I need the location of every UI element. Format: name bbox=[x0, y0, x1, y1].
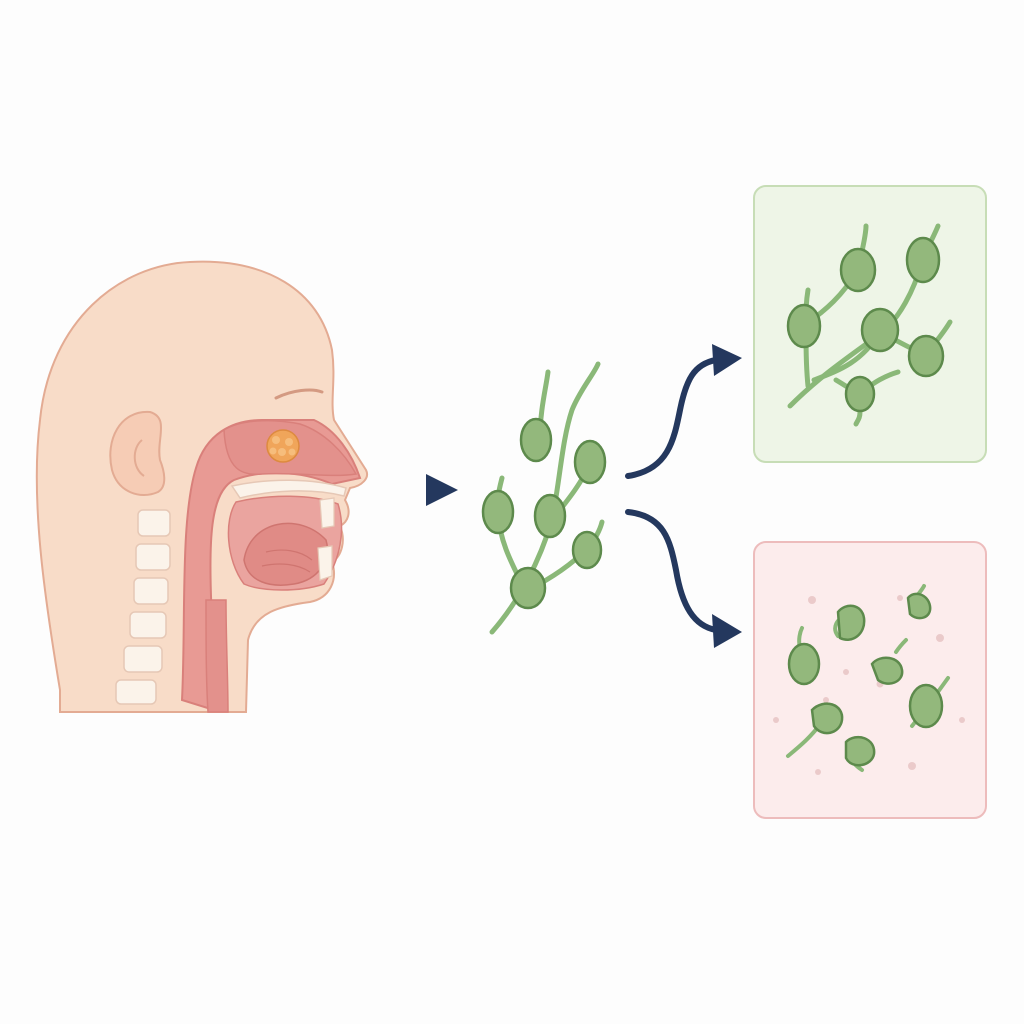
nasopharyngeal-lesion-icon bbox=[266, 429, 300, 463]
hard-palate bbox=[230, 479, 347, 499]
head-profile-sagittal-section-icon bbox=[35, 260, 368, 713]
ear-icon bbox=[109, 410, 166, 496]
intact-cell-chain-icon bbox=[786, 223, 953, 427]
arrow-cluster-to-healthy bbox=[625, 344, 742, 479]
esophagus bbox=[205, 599, 229, 713]
damaged-panel bbox=[753, 541, 987, 819]
healthy-panel bbox=[753, 185, 987, 463]
pharynx bbox=[180, 419, 362, 712]
arrow-head-to-cluster bbox=[378, 474, 458, 506]
budding-cells bbox=[481, 417, 607, 610]
fragmented-cells-icon bbox=[773, 584, 965, 775]
arrow-cluster-to-damaged bbox=[625, 509, 742, 648]
cervical-spine bbox=[115, 509, 171, 705]
budding-cell-chain-icon bbox=[481, 361, 607, 635]
eyebrow bbox=[274, 388, 324, 400]
teeth bbox=[319, 497, 335, 529]
